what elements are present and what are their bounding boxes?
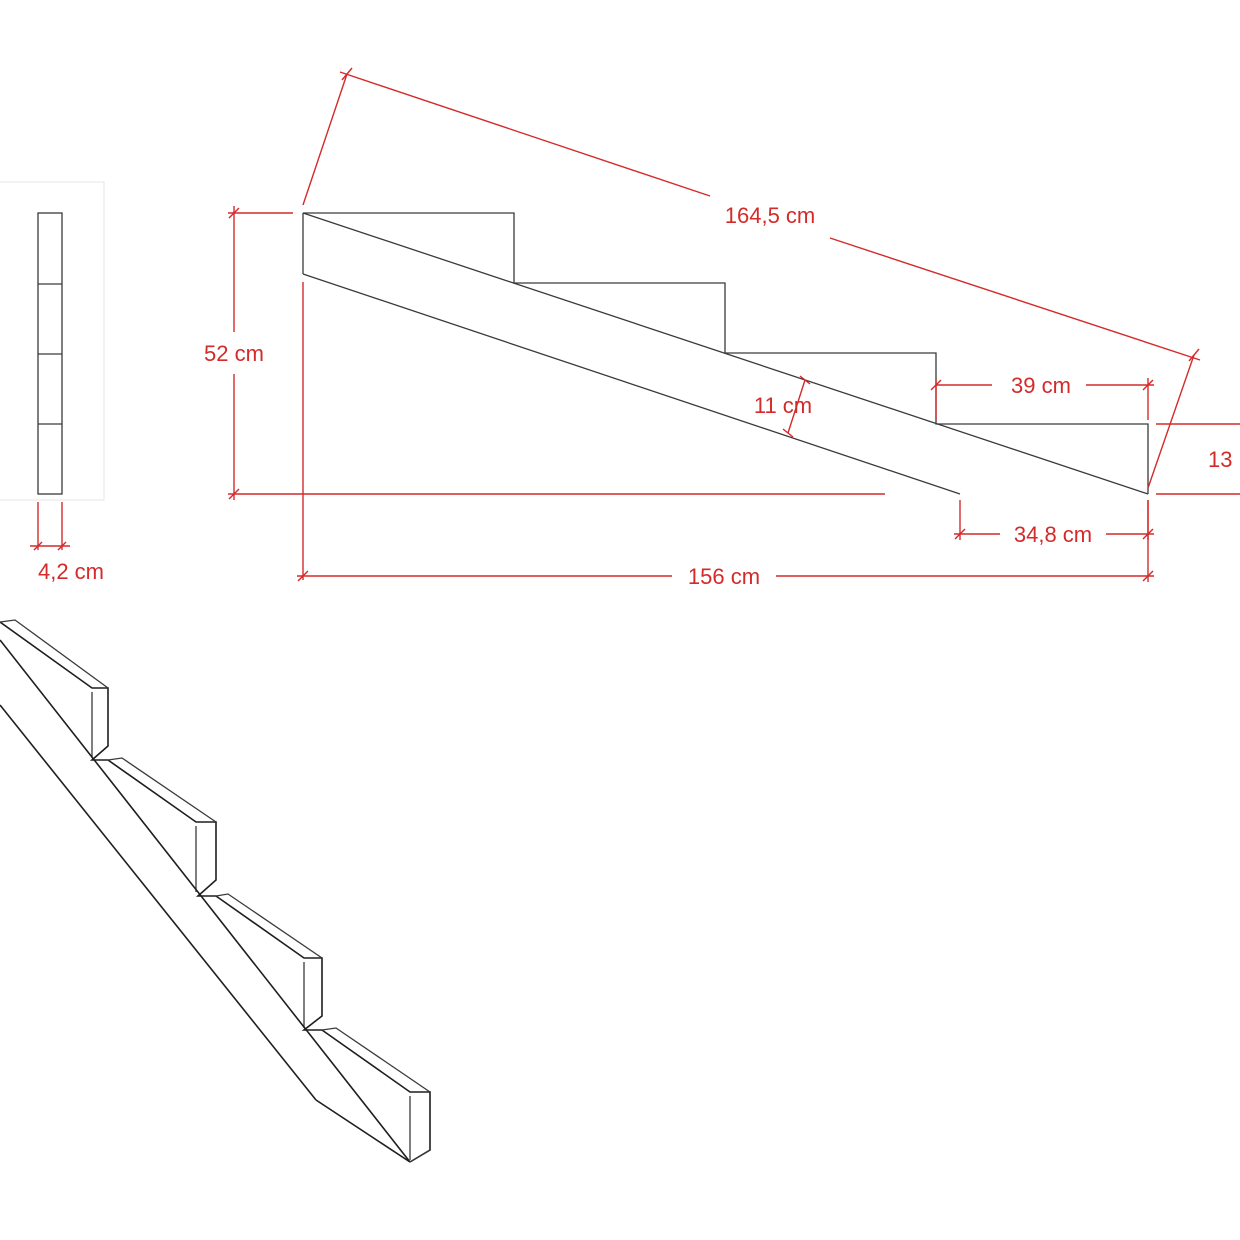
dimension-tick [341, 67, 353, 81]
stringer-side-view [302, 212, 1149, 495]
tread-top-face [321, 1027, 431, 1093]
edge-view: 4,2 cm [0, 181, 105, 584]
dimension-tick [1142, 570, 1154, 582]
diagonal-dimension-line [339, 71, 711, 197]
stringer-3d-end-face [409, 1149, 431, 1163]
dimensions: 164,5 cm 52 cm 11 cm 39 cm 13 34,8 [204, 67, 1240, 589]
stringer-3d-outline [0, 621, 431, 1163]
dimension-tick [297, 570, 309, 582]
dimension-tick [954, 528, 966, 540]
tread-depth-label: 39 cm [1011, 373, 1071, 398]
dimension-tick [782, 428, 794, 438]
stringer-inner-diagonal [302, 212, 1149, 495]
stringer-3d-bottom-edge [0, 704, 317, 1101]
dimension-tick [930, 379, 942, 391]
diagonal-extension-line [302, 73, 348, 206]
stringer-bottom-edge [302, 273, 961, 495]
diagonal-dimension-line [829, 237, 1201, 361]
stringer-3d-inner-diagonal [0, 639, 411, 1163]
thickness-label: 4,2 cm [38, 559, 104, 584]
dimension-tick [57, 541, 67, 551]
diagonal-length-label: 164,5 cm [725, 203, 816, 228]
dimension-tick [228, 207, 240, 219]
stringer-3d-bottom-end [315, 1099, 411, 1163]
tread-top-face [215, 893, 323, 959]
dimension-tick [228, 488, 240, 500]
dimension-tick [1188, 348, 1200, 362]
dimension-tick [799, 375, 811, 385]
dimension-tick [1142, 379, 1154, 391]
diagonal-extension-line [1147, 354, 1195, 489]
stringer-depth-label: 11 cm [754, 393, 812, 418]
step-rise-label: 13 [1208, 447, 1232, 472]
bottom-cut-label: 34,8 cm [1014, 522, 1092, 547]
tread-top-face [107, 757, 217, 823]
stringer-3d-view [0, 619, 431, 1163]
tread-top-face [0, 619, 109, 689]
depth-dimension-line [787, 379, 806, 434]
total-height-label: 52 cm [204, 341, 264, 366]
total-run-label: 156 cm [688, 564, 760, 589]
edge-view-frame [0, 181, 105, 501]
dimension-tick [33, 541, 43, 551]
